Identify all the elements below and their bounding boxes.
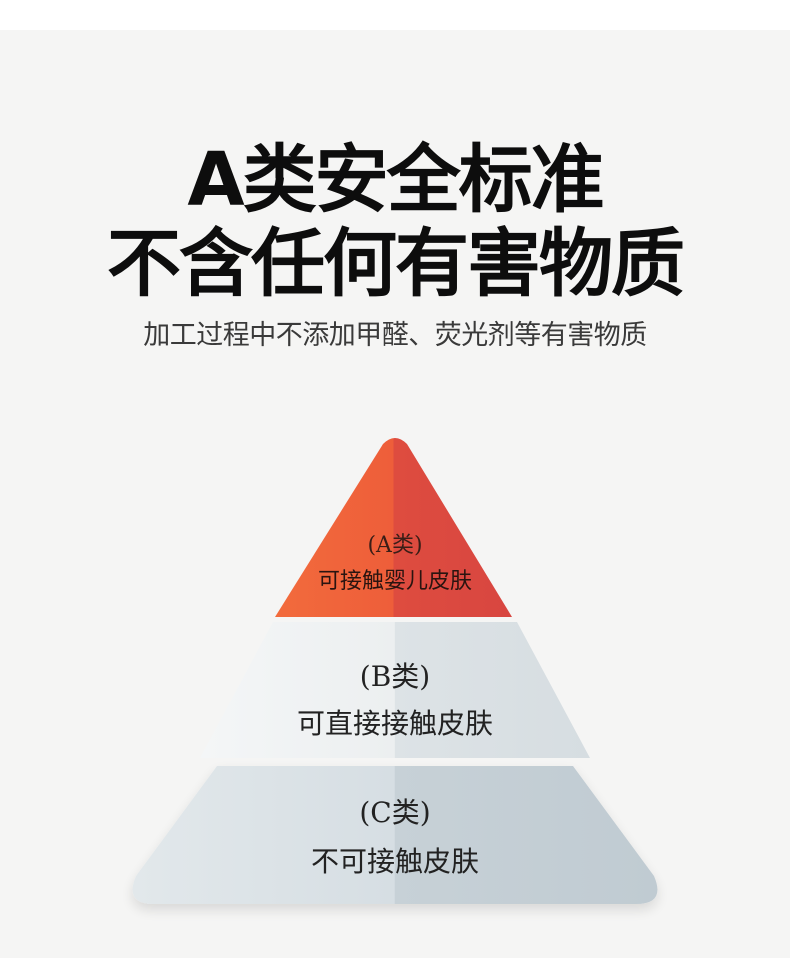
- tier-b-class-label: (B类): [359, 660, 431, 693]
- tier-b-description: 可直接接触皮肤: [296, 707, 493, 740]
- headline-line-1: A类安全标准: [187, 137, 604, 223]
- subtitle: 加工过程中不添加甲醛、荧光剂等有害物质: [143, 320, 647, 351]
- tier-c-shape: [132, 766, 658, 904]
- tier-b-shape: [200, 622, 590, 758]
- tier-c-description: 不可接触皮肤: [310, 845, 479, 878]
- tier-a-description: 可接触婴儿皮肤: [317, 569, 472, 594]
- top-strip: [0, 0, 790, 30]
- headline-line-2: 不含任何有害物质: [107, 221, 685, 307]
- tier-a-class-label: (A类): [367, 533, 423, 558]
- tier-c-class-label: (C类): [359, 796, 431, 829]
- tier-a-shape: [275, 438, 512, 617]
